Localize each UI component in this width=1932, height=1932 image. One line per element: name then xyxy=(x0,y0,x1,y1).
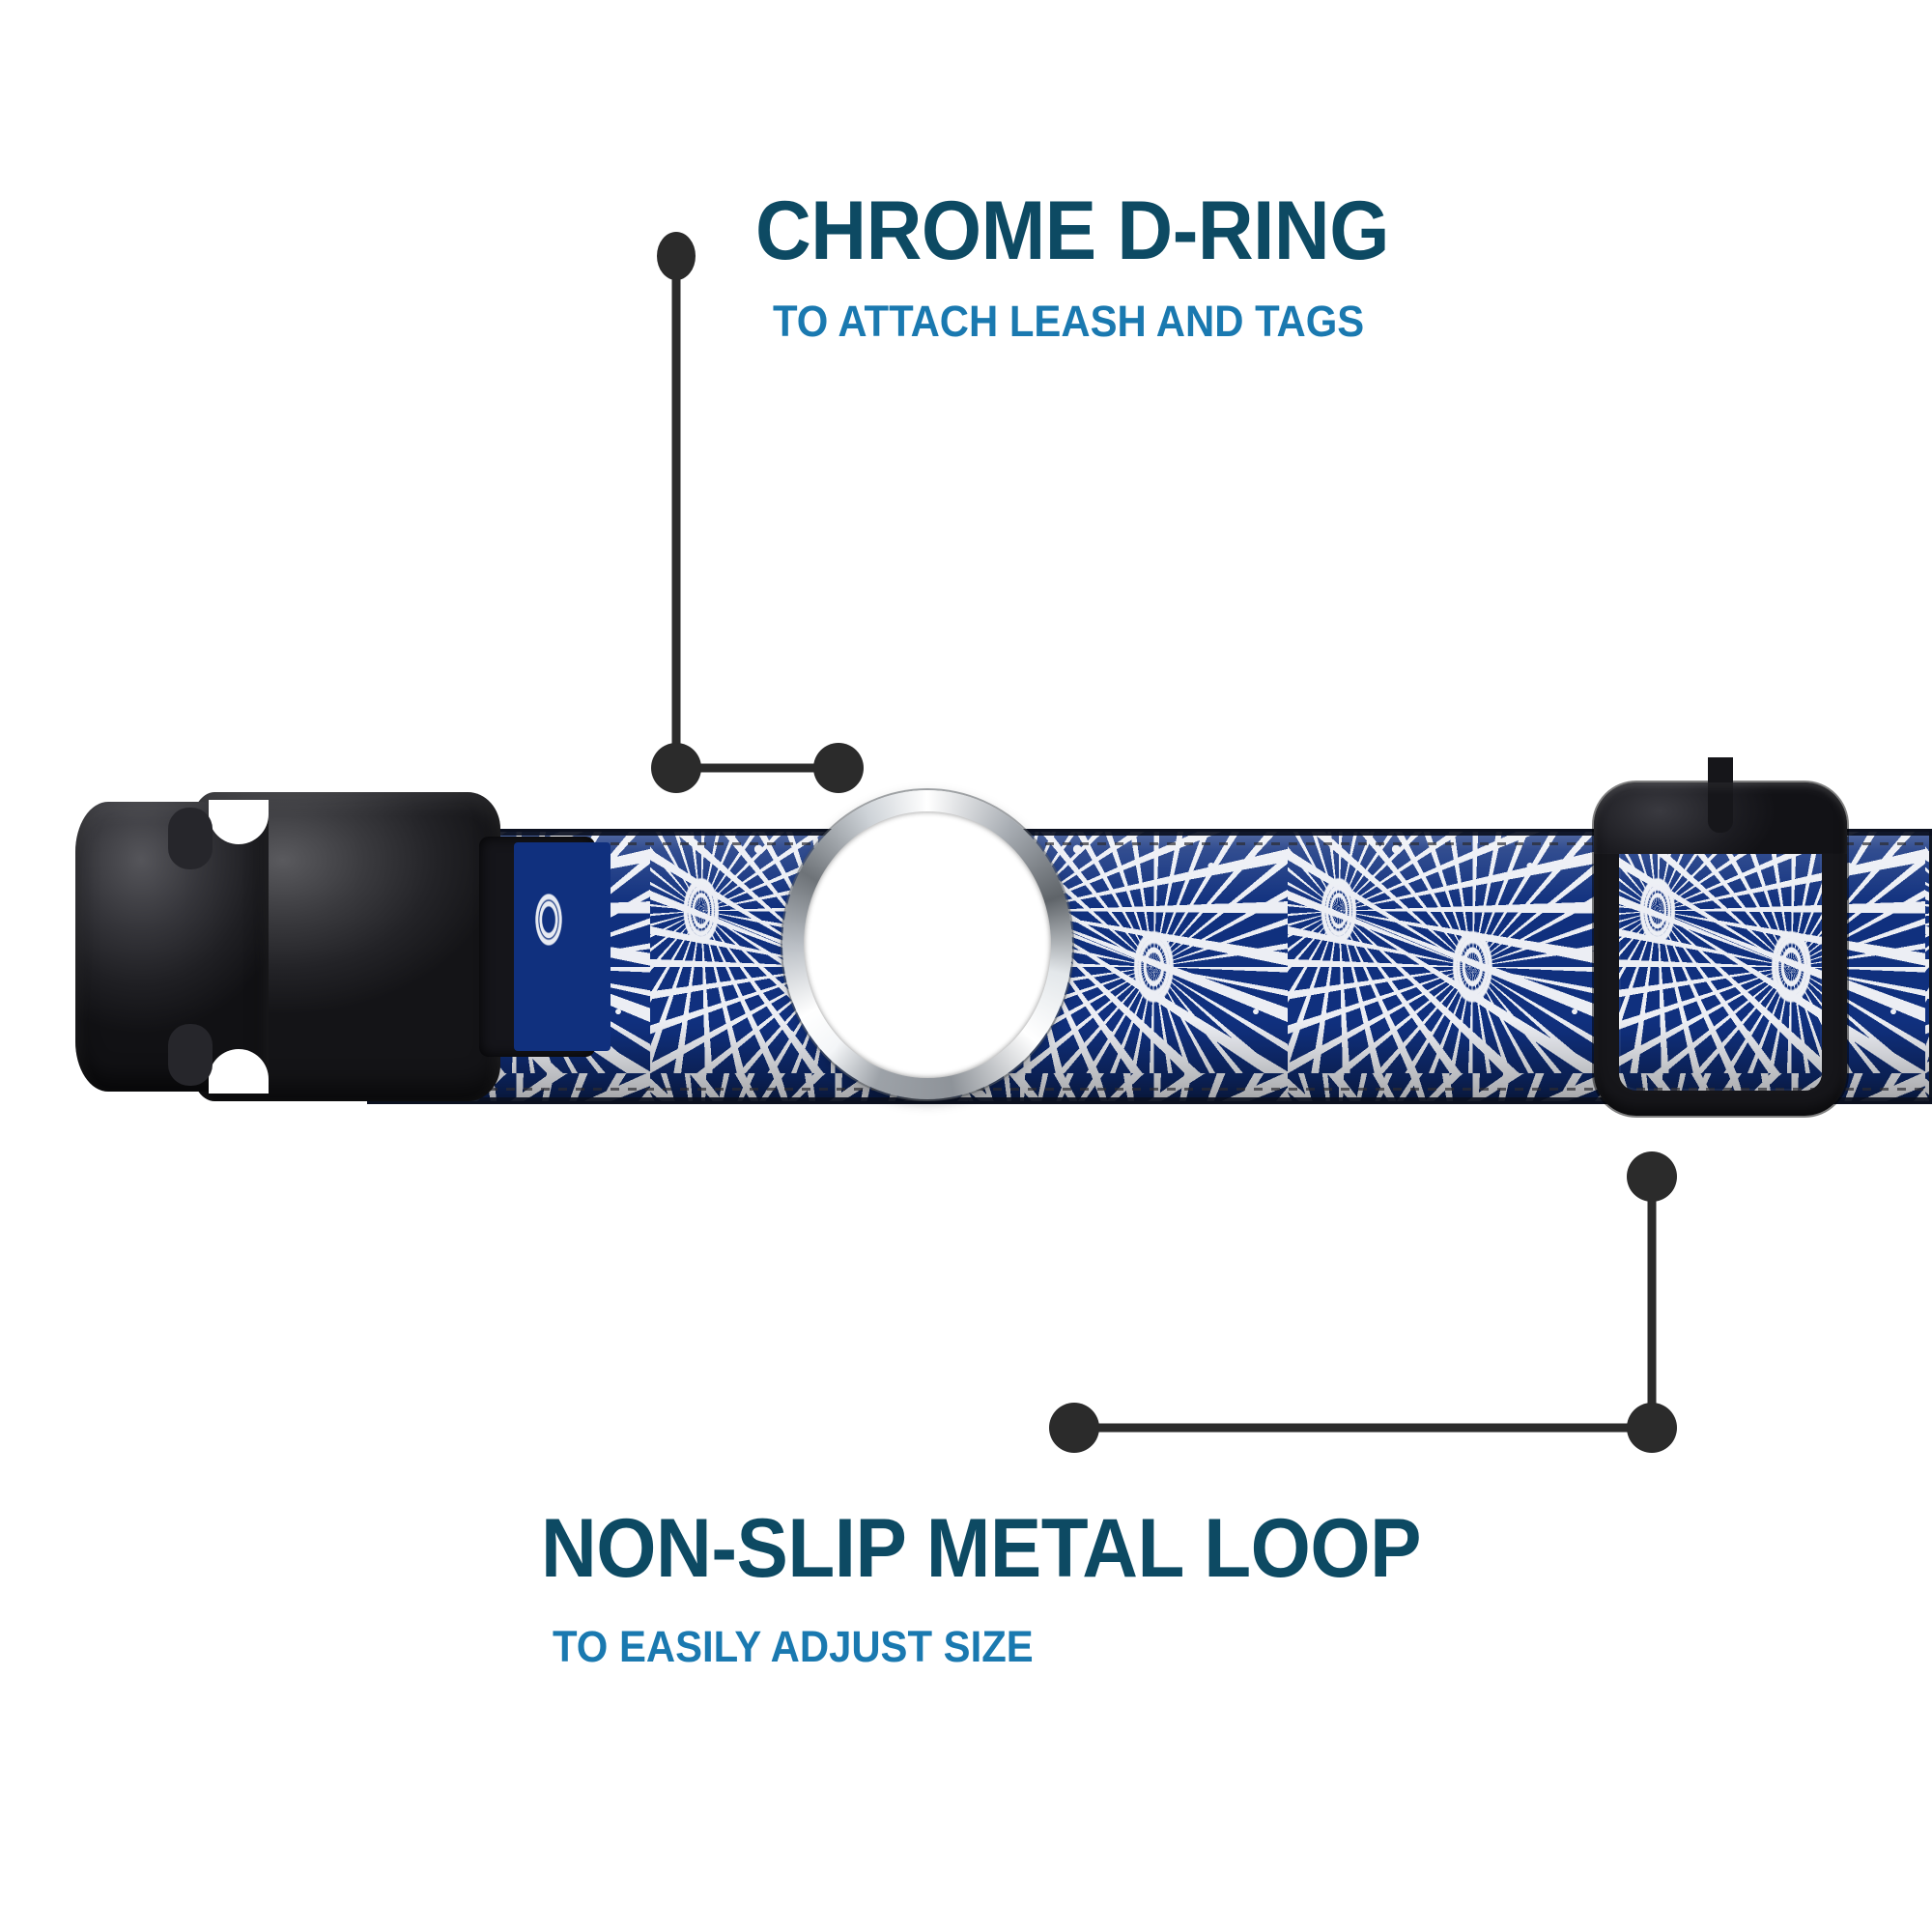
dog-collar-product-photo xyxy=(0,757,1932,1198)
buckle-notch-top xyxy=(209,800,269,844)
callout-headline: CHROME D-RING xyxy=(755,185,1389,277)
strap-top-edge xyxy=(367,829,1932,836)
strap-top-stitch xyxy=(367,842,1932,845)
slider-sheen xyxy=(1594,782,1847,1116)
callout-non-slip-metal-loop: NON-SLIP METAL LOOP TO EASILY ADJUST SIZ… xyxy=(541,1507,1488,1668)
strap-bottom-edge xyxy=(367,1097,1932,1104)
callout-chrome-d-ring: CHROME D-RING TO ATTACH LEASH AND TAGS xyxy=(755,189,1436,343)
leader-dot xyxy=(657,232,696,280)
callout-headline: NON-SLIP METAL LOOP xyxy=(541,1502,1421,1595)
callout-subline: TO ATTACH LEASH AND TAGS xyxy=(773,297,1365,346)
paisley-pattern xyxy=(370,832,1929,1101)
buckle-prong-bottom xyxy=(168,1024,213,1086)
leader-dot xyxy=(813,743,864,793)
callout-subline: TO EASILY ADJUST SIZE xyxy=(553,1622,1034,1671)
slider-center-bar xyxy=(1708,757,1733,833)
leader-dot xyxy=(1049,1403,1099,1453)
buckle-notch-bottom xyxy=(209,1049,269,1094)
buckle-male-end xyxy=(75,800,269,1094)
leader-dot xyxy=(651,743,701,793)
d-ring-metal-band xyxy=(782,790,1072,1099)
non-slip-metal-loop xyxy=(1594,757,1847,1116)
collar-webbing-strap xyxy=(367,829,1932,1104)
buckle-prong-top xyxy=(168,808,213,869)
buckle-slot-webbing xyxy=(514,842,611,1051)
strap-bottom-stitch xyxy=(367,1088,1932,1091)
d-ring-opening xyxy=(804,811,1051,1078)
leader-dot xyxy=(1627,1403,1677,1453)
buckle-webbing-slot xyxy=(479,837,611,1057)
chrome-d-ring xyxy=(782,790,1072,1099)
side-release-buckle xyxy=(75,792,611,1101)
